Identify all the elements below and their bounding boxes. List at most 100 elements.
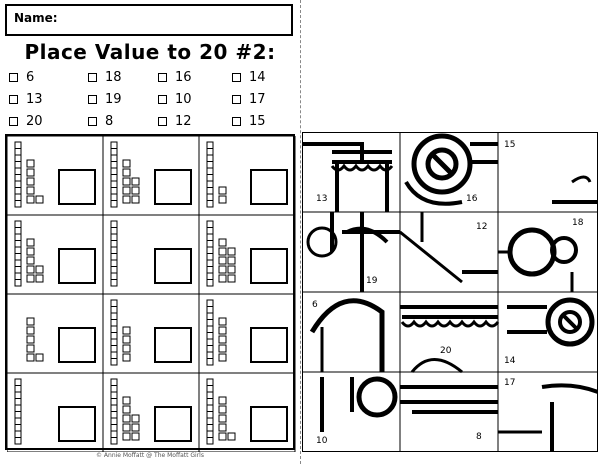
ten-rod-unit: [206, 319, 214, 327]
ten-rod-unit: [206, 299, 214, 307]
unit-cube: [218, 432, 227, 441]
ten-rod-unit: [206, 325, 214, 333]
unit-cube: [122, 423, 131, 432]
checkbox[interactable]: [158, 117, 167, 126]
checklist-item[interactable]: 14: [232, 70, 266, 85]
checkbox[interactable]: [232, 117, 241, 126]
checklist-item[interactable]: 19: [88, 92, 122, 107]
checkbox[interactable]: [88, 95, 97, 104]
ten-rod-unit: [110, 351, 118, 359]
ten-rod-unit: [206, 437, 214, 445]
unit-cube: [227, 247, 236, 256]
checklist-item[interactable]: 13: [9, 92, 43, 107]
ten-rod-unit: [206, 233, 214, 241]
checkbox[interactable]: [88, 73, 97, 82]
ten-rod-unit: [110, 299, 118, 307]
unit-cube: [227, 256, 236, 265]
ten-rod-unit: [110, 193, 118, 201]
unit-cube: [218, 256, 227, 265]
ten-rod-unit: [14, 430, 22, 438]
unit-cube: [122, 159, 131, 168]
ten-rod-unit: [206, 385, 214, 393]
ten-rod-unit: [14, 266, 22, 274]
unit-cube: [26, 317, 35, 326]
ten-rod-unit: [110, 378, 118, 386]
ten-rod-unit: [206, 398, 214, 406]
unit-cube: [26, 256, 35, 265]
checklist-item[interactable]: 15: [232, 114, 266, 129]
unit-cube: [131, 177, 140, 186]
checklist-item[interactable]: 12: [158, 114, 192, 129]
checkbox[interactable]: [9, 117, 18, 126]
answer-box: [154, 169, 192, 205]
ten-rod-unit: [110, 279, 118, 287]
answer-box: [58, 169, 96, 205]
checkbox[interactable]: [232, 73, 241, 82]
checklist-item[interactable]: 18: [88, 70, 122, 85]
unit-cube: [26, 335, 35, 344]
unit-cube: [35, 265, 44, 274]
checkbox[interactable]: [9, 95, 18, 104]
unit-cube: [26, 247, 35, 256]
checkbox[interactable]: [158, 73, 167, 82]
ten-rod-unit: [206, 312, 214, 320]
checkbox[interactable]: [232, 95, 241, 104]
piece-number: 18: [572, 218, 584, 228]
ten-rod-unit: [110, 266, 118, 274]
ten-rod-unit: [206, 345, 214, 353]
ten-rod-unit: [14, 378, 22, 386]
ten-rod-unit: [14, 220, 22, 228]
unit-cube: [131, 432, 140, 441]
unit-cube: [35, 274, 44, 283]
ten-rod-unit: [14, 167, 22, 175]
ten-rod-unit: [206, 187, 214, 195]
piece-number: 10: [316, 436, 328, 446]
ten-rod-unit: [14, 437, 22, 445]
checklist-item[interactable]: 6: [9, 70, 34, 85]
ten-rod-unit: [110, 358, 118, 366]
checkbox[interactable]: [9, 73, 18, 82]
unit-cube: [26, 326, 35, 335]
checkbox[interactable]: [158, 95, 167, 104]
unit-cube: [131, 423, 140, 432]
ten-rod-unit: [14, 417, 22, 425]
ten-rod-unit: [14, 279, 22, 287]
checkbox[interactable]: [88, 117, 97, 126]
ten-rod-unit: [206, 378, 214, 386]
unit-cube: [218, 317, 227, 326]
unit-cube: [122, 186, 131, 195]
base-ten-blocks: [7, 136, 296, 452]
unit-cube: [218, 274, 227, 283]
ten-rod-unit: [14, 385, 22, 393]
checklist-item[interactable]: 8: [88, 114, 113, 129]
ten-rod-unit: [206, 200, 214, 208]
ten-rod-unit: [110, 259, 118, 267]
unit-cube: [122, 405, 131, 414]
ten-rod-unit: [14, 424, 22, 432]
unit-cube: [131, 195, 140, 204]
puzzle-area: 16 15 13 12 18 19 6 20 14 17 10 8: [302, 132, 598, 452]
ten-rod-unit: [14, 259, 22, 267]
ten-rod-unit: [110, 253, 118, 261]
checklist-item[interactable]: 20: [9, 114, 43, 129]
unit-cube: [35, 195, 44, 204]
unit-cube: [122, 432, 131, 441]
ten-rod-unit: [14, 253, 22, 261]
name-field[interactable]: Name:: [5, 4, 293, 36]
unit-cube: [122, 326, 131, 335]
unit-cube: [35, 353, 44, 362]
unit-cube: [218, 405, 227, 414]
checklist-item[interactable]: 16: [158, 70, 192, 85]
checklist-item[interactable]: 10: [158, 92, 192, 107]
ten-rod-unit: [110, 430, 118, 438]
ten-rod-unit: [206, 154, 214, 162]
ten-rod-unit: [14, 404, 22, 412]
ten-rod-unit: [110, 385, 118, 393]
unit-cube: [218, 247, 227, 256]
ten-rod-unit: [14, 154, 22, 162]
ten-rod-unit: [110, 411, 118, 419]
unit-cube: [122, 177, 131, 186]
checklist-item[interactable]: 17: [232, 92, 266, 107]
ten-rod-unit: [206, 227, 214, 235]
ten-rod-unit: [206, 424, 214, 432]
